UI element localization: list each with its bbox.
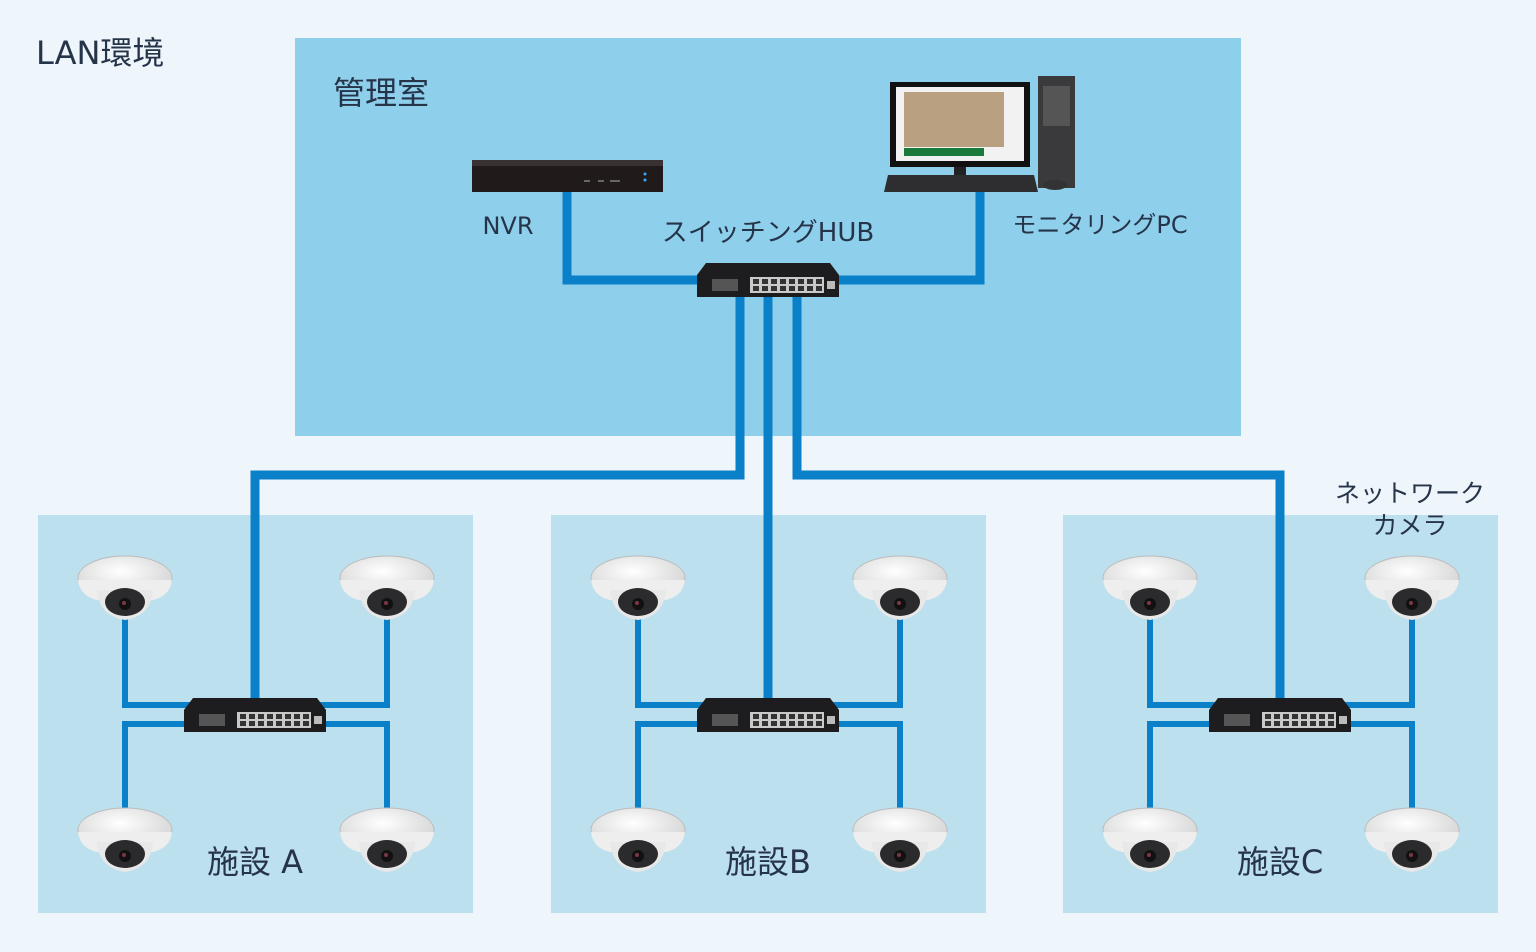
management-room-label: 管理室 (333, 74, 429, 112)
facility-c-cables (1147, 615, 1415, 810)
camera-cable-upper-right (828, 615, 903, 708)
backbone-cables (250, 190, 1285, 698)
facility-a-cables (122, 615, 390, 810)
nvr-cable (562, 190, 700, 285)
pc-cable (838, 190, 985, 285)
camera-cable-upper-right (315, 615, 390, 708)
cable-to-facility-c (792, 295, 1285, 698)
switching-hub-label: スイッチングHUB (662, 218, 874, 248)
camera-cable-upper-right (1340, 615, 1415, 708)
camera-cable-upper-left (122, 615, 195, 708)
monitoring-pc (884, 76, 1075, 192)
facility-b-hub (697, 698, 839, 732)
facility-a-hub (184, 698, 326, 732)
facility-c-label: 施設C (1237, 843, 1323, 881)
network-camera-label-line1: ネットワーク (1335, 479, 1485, 508)
facility-a-devices: 施設 A (77, 555, 435, 881)
camera-cable-upper-left (1147, 615, 1220, 708)
nvr-device (472, 160, 663, 192)
facility-b-cables (635, 615, 903, 810)
central-switching-hub (697, 263, 839, 297)
facility-b-devices: 施設B (590, 555, 948, 881)
camera-cable-lower-left (122, 721, 195, 810)
camera-cable-upper-left (635, 615, 708, 708)
network-camera-label-line2: カメラ (1372, 511, 1447, 540)
facility-c-devices: 施設C (1102, 555, 1460, 881)
diagram-title: LAN環境 (36, 34, 164, 72)
camera-cable-lower-left (635, 721, 708, 810)
nvr-label: NVR (482, 212, 533, 240)
camera-cable-lower-right (828, 721, 903, 810)
cable-to-facility-a (250, 295, 745, 698)
facility-a-label: 施設 A (207, 843, 303, 881)
camera-cable-lower-left (1147, 721, 1220, 810)
camera-cable-lower-right (315, 721, 390, 810)
facility-b-label: 施設B (725, 843, 811, 881)
facility-c-hub (1209, 698, 1351, 732)
monitoring-pc-label: モニタリングPC (1012, 211, 1187, 239)
camera-cable-lower-right (1340, 721, 1415, 810)
